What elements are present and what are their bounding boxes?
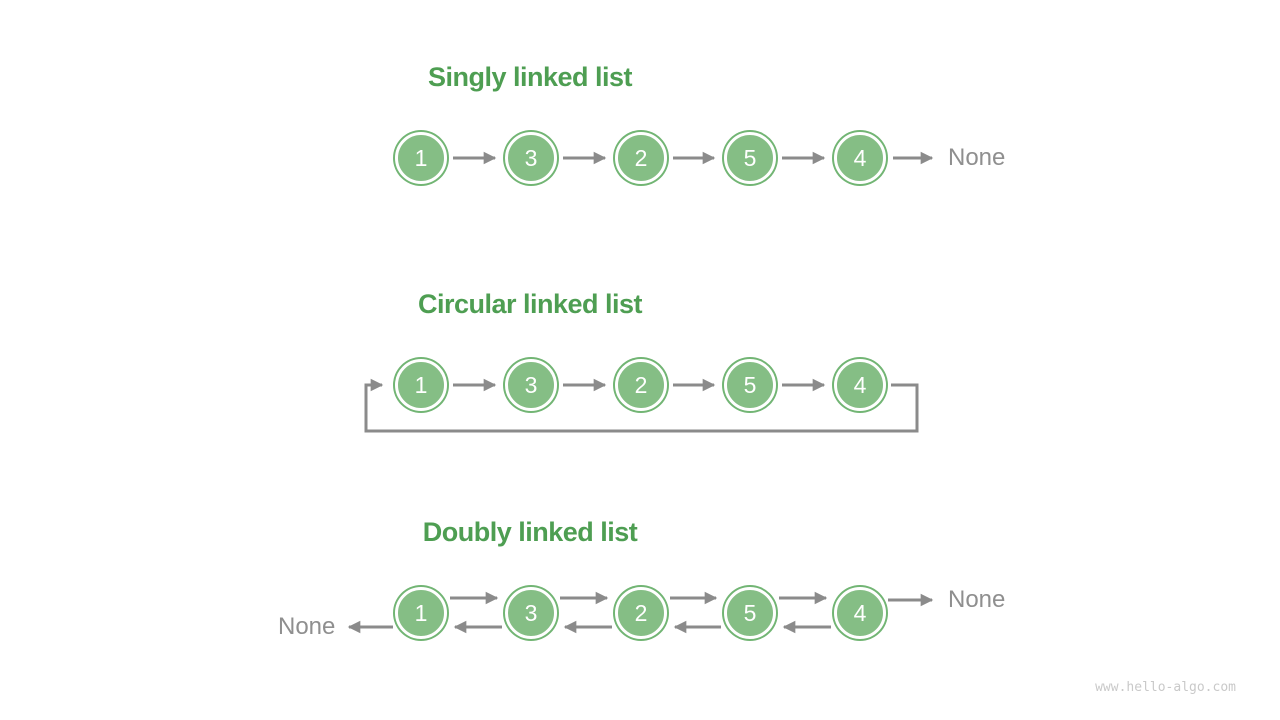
circular-node-4: 4: [834, 359, 886, 411]
singly-none-label: None: [948, 144, 1006, 171]
circular-node-5: 5: [724, 359, 776, 411]
doubly-node-4: 4: [834, 587, 886, 639]
singly-node-5: 5: [724, 132, 776, 184]
doubly-node-5: 5: [724, 587, 776, 639]
singly-node-1: 1: [395, 132, 447, 184]
doubly-linked-list-title: Doubly linked list: [422, 517, 638, 547]
doubly-node-2: 2: [615, 587, 667, 639]
singly-node-3: 3: [505, 132, 557, 184]
doubly-head-none-label: None: [278, 613, 336, 640]
circular-node-3: 3: [505, 359, 557, 411]
singly-node-4: 4: [834, 132, 886, 184]
doubly-tail-none-label: None: [948, 586, 1006, 613]
doubly-node-1: 1: [395, 587, 447, 639]
circular-linked-list-title: Circular linked list: [417, 289, 643, 319]
singly-linked-list-title: Singly linked list: [427, 62, 633, 92]
watermark-url: www.hello-algo.com: [1095, 680, 1236, 695]
circular-node-2: 2: [615, 359, 667, 411]
singly-node-2: 2: [615, 132, 667, 184]
doubly-node-3: 3: [505, 587, 557, 639]
circular-node-1: 1: [395, 359, 447, 411]
